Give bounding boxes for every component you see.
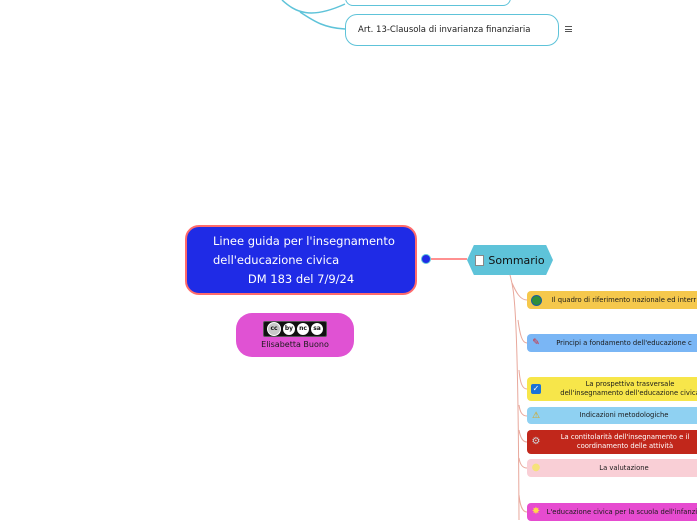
- sommario-node[interactable]: Sommario: [467, 245, 553, 275]
- author-name: Elisabetta Buono: [261, 340, 329, 349]
- branch-label: Indicazioni metodologiche: [579, 411, 669, 419]
- branch-label: L'educazione civica per la scuola dell'i…: [546, 507, 697, 516]
- branch-label: Il quadro di riferimento nazionale ed in…: [551, 295, 697, 304]
- branch-quadro-riferimento[interactable]: Il quadro di riferimento nazionale ed in…: [527, 291, 697, 309]
- globe-icon: [531, 295, 542, 306]
- branch-indicazioni-metodologiche[interactable]: ⚠ Indicazioni metodologiche: [527, 407, 697, 424]
- bulb-icon: ●: [531, 462, 541, 473]
- cc-icon: cc: [267, 322, 281, 336]
- sa-icon: sa: [311, 323, 323, 335]
- connector-b3: [518, 369, 528, 390]
- creative-commons-license-icon: cc by nc sa: [263, 321, 327, 337]
- connector-trunk: [509, 274, 520, 520]
- branch-label: La prospettiva trasversale dell'insegnam…: [560, 380, 697, 397]
- star-icon: ✸: [531, 506, 541, 517]
- connector-b5: [518, 429, 528, 443]
- collapse-toggle-icon[interactable]: [421, 254, 431, 264]
- connector-top-2: [299, 11, 346, 30]
- branch-label: Principi a fondamento dell'educazione c: [556, 338, 692, 347]
- connector-top-1: [281, 0, 346, 14]
- topic-node-top[interactable]: [345, 0, 511, 6]
- notes-icon[interactable]: [565, 26, 572, 32]
- branch-label: La contitolarità dell'insegnamento e il …: [560, 433, 690, 450]
- branch-label: La valutazione: [599, 463, 649, 472]
- connector-b4: [518, 404, 528, 417]
- connector-b7: [518, 494, 528, 513]
- document-icon: [475, 254, 485, 266]
- check-icon: ✓: [531, 384, 541, 394]
- sommario-label: Sommario: [488, 253, 545, 267]
- central-topic-line3: DM 183 del 7/9/24: [247, 271, 355, 286]
- warning-icon: ⚠: [531, 410, 541, 421]
- branch-prospettiva-trasversale[interactable]: ✓ La prospettiva trasversale dell'insegn…: [527, 377, 697, 401]
- topic-node-art13[interactable]: Art. 13-Clausola di invarianza finanziar…: [345, 14, 559, 46]
- pen-icon: ✎: [532, 338, 540, 348]
- nc-icon: nc: [297, 323, 309, 335]
- connector-b1: [511, 282, 528, 301]
- branch-principi[interactable]: ✎ Principi a fondamento dell'educazione …: [527, 334, 697, 352]
- author-node[interactable]: cc by nc sa Elisabetta Buono: [236, 313, 354, 357]
- branch-valutazione[interactable]: ● La valutazione: [527, 459, 697, 477]
- central-topic-line1: Linee guida per l'insegnamento: [213, 233, 395, 248]
- gear-icon: ⚙: [531, 436, 541, 447]
- by-icon: by: [283, 323, 295, 335]
- connector-b6: [518, 457, 528, 469]
- branch-contitolarita[interactable]: ⚙ La contitolarità dell'insegnamento e i…: [527, 430, 697, 454]
- topic-node-art13-label: Art. 13-Clausola di invarianza finanziar…: [358, 24, 531, 35]
- central-topic[interactable]: Linee guida per l'insegnamento dell'educ…: [185, 225, 417, 295]
- central-topic-line2: dell'educazione civica: [213, 252, 340, 267]
- connector-b2: [517, 319, 528, 344]
- branch-scuola-infanzia[interactable]: ✸ L'educazione civica per la scuola dell…: [527, 503, 697, 521]
